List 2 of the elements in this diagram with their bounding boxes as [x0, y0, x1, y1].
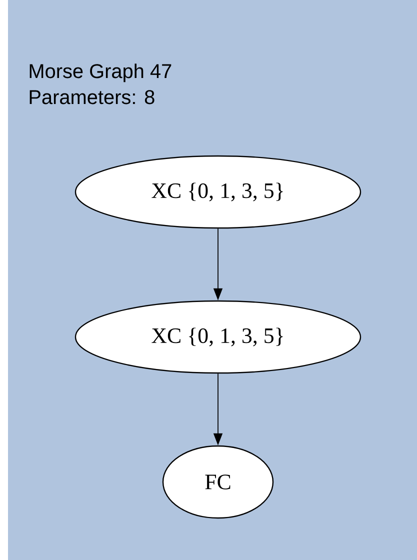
- title: Morse Graph 47: [30, 64, 172, 82]
- parameter-count: Parameters: 8: [30, 90, 154, 104]
